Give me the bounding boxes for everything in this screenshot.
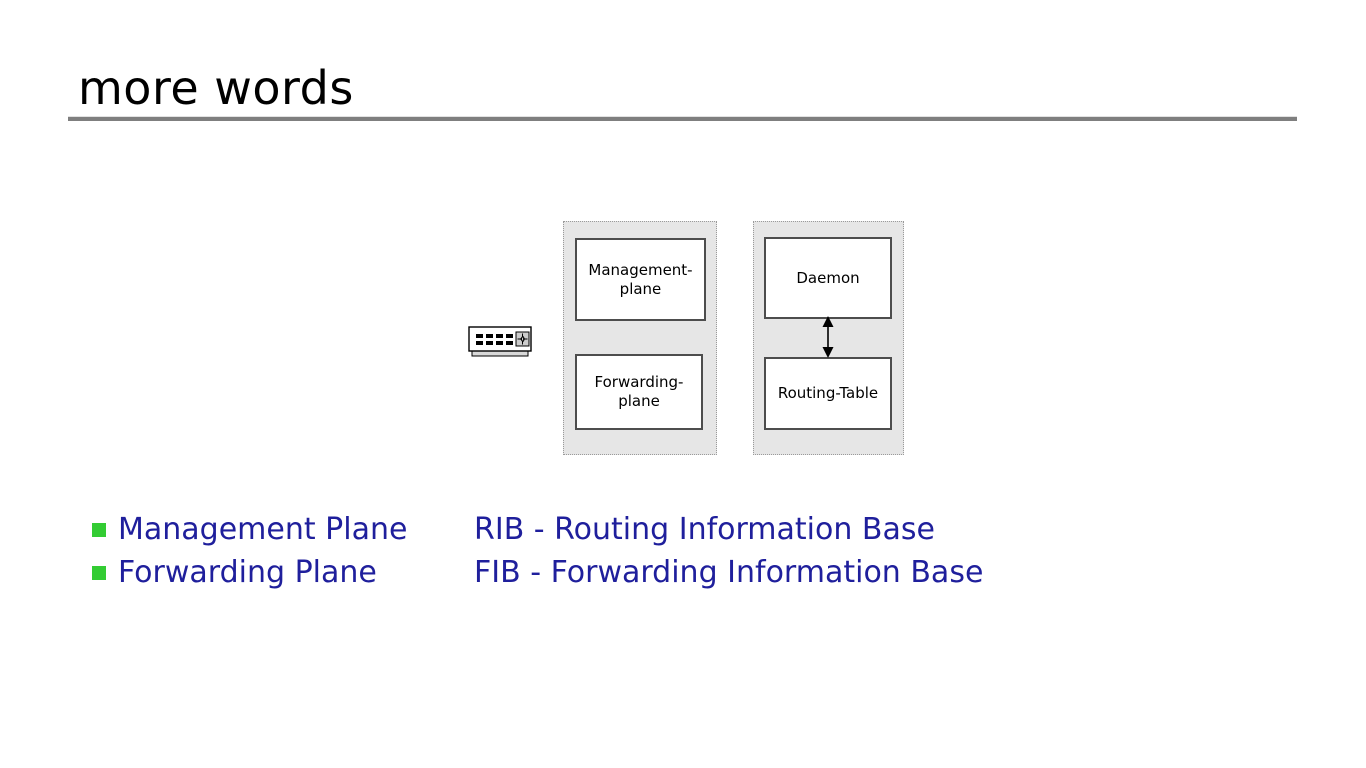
management-plane-box: Management- plane bbox=[575, 238, 706, 321]
list-item: FIB - Forwarding Information Base bbox=[474, 551, 983, 594]
acronym-label: RIB - Routing Information Base bbox=[474, 511, 935, 547]
bidirectional-arrow-icon bbox=[815, 316, 841, 358]
forwarding-plane-line-2: plane bbox=[618, 392, 660, 410]
daemon-label: Daemon bbox=[796, 268, 860, 287]
bullet-label: Forwarding Plane bbox=[118, 554, 377, 590]
bullet-label: Management Plane bbox=[118, 511, 408, 547]
daemon-box: Daemon bbox=[764, 237, 892, 319]
planes-bullet-list: Management Plane Forwarding Plane bbox=[92, 508, 407, 594]
routing-table-box: Routing-Table bbox=[764, 357, 892, 430]
list-item: Management Plane bbox=[92, 508, 407, 551]
acronyms-list: RIB - Routing Information Base FIB - For… bbox=[474, 508, 983, 594]
page-title: more words bbox=[78, 61, 354, 115]
title-divider-rule bbox=[68, 116, 1297, 121]
forwarding-plane-box: Forwarding- plane bbox=[575, 354, 703, 430]
acronym-label: FIB - Forwarding Information Base bbox=[474, 554, 984, 590]
forwarding-plane-line-1: Forwarding- bbox=[594, 373, 684, 391]
bullet-square-icon bbox=[92, 522, 106, 537]
list-item: RIB - Routing Information Base bbox=[474, 508, 983, 551]
routing-table-label: Routing-Table bbox=[777, 384, 879, 402]
management-plane-line-1: Management- bbox=[588, 260, 693, 279]
bullet-square-icon bbox=[92, 565, 106, 580]
network-switch-icon bbox=[468, 325, 534, 358]
management-plane-line-2: plane bbox=[619, 279, 662, 298]
list-item: Forwarding Plane bbox=[92, 551, 407, 594]
